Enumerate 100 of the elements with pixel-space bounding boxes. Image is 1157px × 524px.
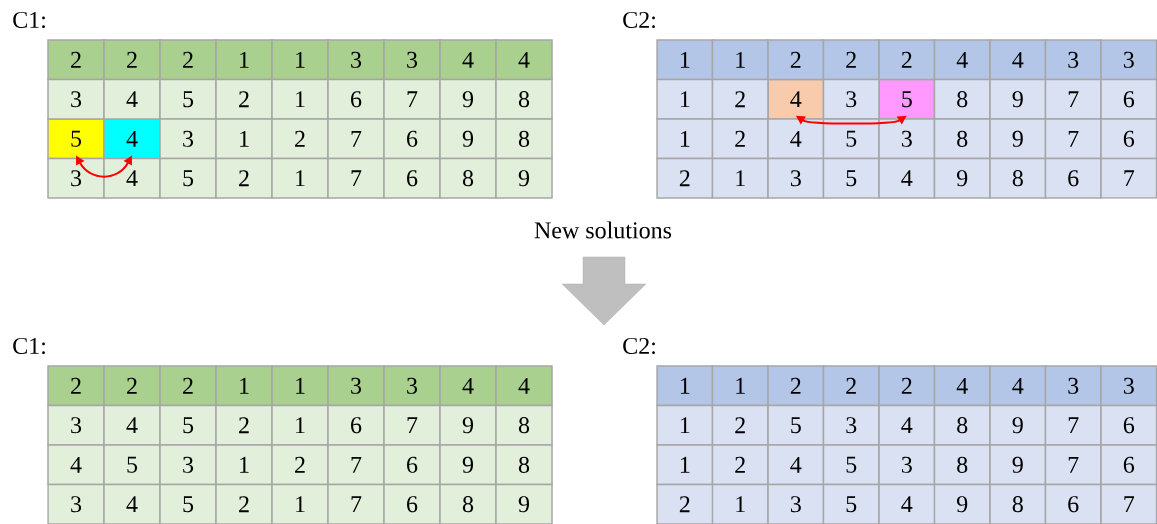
- table-cell: 4: [933, 39, 991, 81]
- table-cell: 6: [383, 483, 441, 524]
- table-cell: 1: [711, 39, 769, 81]
- table-cell: 1: [215, 365, 273, 407]
- table-cell: 2: [656, 483, 714, 524]
- table-cell: 8: [933, 444, 991, 486]
- table-heading: C2:: [623, 11, 655, 29]
- table-cell: 2: [215, 483, 273, 524]
- table-cell: 9: [989, 404, 1047, 446]
- table-cell: 4: [439, 39, 497, 81]
- table-cell: 4: [103, 404, 161, 446]
- table-cell: 6: [383, 157, 441, 199]
- table-cell: 7: [1044, 118, 1102, 160]
- highlighted-cell: 5: [878, 78, 936, 120]
- table-cell: 6: [1100, 78, 1157, 120]
- table-cell: 2: [878, 39, 936, 81]
- table-cell: 4: [878, 483, 936, 524]
- table-cell: 1: [656, 39, 714, 81]
- table-cell: 2: [822, 39, 880, 81]
- table-cell: 1: [711, 483, 769, 524]
- table-cell: 4: [495, 39, 553, 81]
- table-cell: 2: [656, 157, 714, 199]
- table-cell: 3: [47, 157, 105, 199]
- table-cell: 3: [767, 157, 825, 199]
- table-cell: 7: [383, 404, 441, 446]
- table-cell: 2: [878, 365, 936, 407]
- table-cell: 4: [495, 365, 553, 407]
- highlighted-cell: 5: [47, 118, 105, 160]
- table-cell: 1: [656, 444, 714, 486]
- highlighted-cell: 4: [103, 118, 161, 160]
- table-cell: 7: [1044, 444, 1102, 486]
- table-cell: 3: [1044, 365, 1102, 407]
- table-cell: 2: [711, 78, 769, 120]
- caption-text: New solutions: [534, 221, 672, 239]
- table-cell: 7: [383, 78, 441, 120]
- table-cell: 7: [1100, 483, 1157, 524]
- table-cell: 3: [1100, 39, 1157, 81]
- table-cell: 2: [47, 365, 105, 407]
- table-cell: 9: [495, 157, 553, 199]
- table-cell: 2: [215, 157, 273, 199]
- table-cell: 6: [1100, 404, 1157, 446]
- table-cell: 1: [271, 404, 329, 446]
- table-cell: 9: [439, 444, 497, 486]
- table-cell: 2: [711, 404, 769, 446]
- table-cell: 2: [711, 444, 769, 486]
- table-cell: 6: [327, 78, 385, 120]
- table-cell: 1: [215, 444, 273, 486]
- table-cell: 8: [989, 157, 1047, 199]
- table-cell: 8: [495, 444, 553, 486]
- table-cell: 2: [215, 78, 273, 120]
- table-cell: 1: [271, 78, 329, 120]
- table-cell: 9: [495, 483, 553, 524]
- table-cell: 1: [656, 365, 714, 407]
- table-cell: 3: [383, 365, 441, 407]
- table-cell: 2: [767, 365, 825, 407]
- table-cell: 7: [327, 157, 385, 199]
- table-cell: 4: [767, 444, 825, 486]
- table-cell: 2: [215, 404, 273, 446]
- table-cell: 4: [103, 78, 161, 120]
- table-cell: 8: [495, 404, 553, 446]
- table-cell: 4: [989, 39, 1047, 81]
- table-cell: 1: [656, 78, 714, 120]
- table-cell: 1: [215, 118, 273, 160]
- table-cell: 1: [711, 157, 769, 199]
- table-cell: 3: [767, 483, 825, 524]
- table-cell: 2: [103, 39, 161, 81]
- table-cell: 4: [878, 404, 936, 446]
- table-cell: 3: [1100, 365, 1157, 407]
- table-cell: 5: [767, 404, 825, 446]
- table-cell: 5: [822, 483, 880, 524]
- table-cell: 2: [767, 39, 825, 81]
- table-cell: 9: [439, 78, 497, 120]
- table-heading: C1:: [13, 337, 45, 355]
- table-cell: 3: [1044, 39, 1102, 81]
- table-cell: 7: [327, 483, 385, 524]
- table-cell: 9: [933, 483, 991, 524]
- table-cell: 4: [103, 483, 161, 524]
- table-cell: 7: [1044, 78, 1102, 120]
- table-cell: 6: [327, 404, 385, 446]
- table-cell: 9: [439, 404, 497, 446]
- table-cell: 7: [1044, 404, 1102, 446]
- table-cell: 6: [1100, 444, 1157, 486]
- table-cell: 1: [271, 157, 329, 199]
- table-cell: 3: [47, 483, 105, 524]
- table-cell: 9: [933, 157, 991, 199]
- table-cell: 3: [822, 404, 880, 446]
- table-cell: 9: [439, 118, 497, 160]
- table-cell: 6: [383, 118, 441, 160]
- table-cell: 9: [989, 444, 1047, 486]
- table-heading: C1:: [13, 11, 45, 29]
- table-cell: 2: [47, 39, 105, 81]
- table-cell: 8: [495, 118, 553, 160]
- table-cell: 5: [159, 404, 217, 446]
- table-cell: 7: [327, 444, 385, 486]
- table-cell: 4: [767, 118, 825, 160]
- table-cell: 5: [822, 118, 880, 160]
- table-cell: 6: [1044, 157, 1102, 199]
- table-cell: 3: [47, 78, 105, 120]
- table-cell: 2: [271, 118, 329, 160]
- table-cell: 6: [1044, 483, 1102, 524]
